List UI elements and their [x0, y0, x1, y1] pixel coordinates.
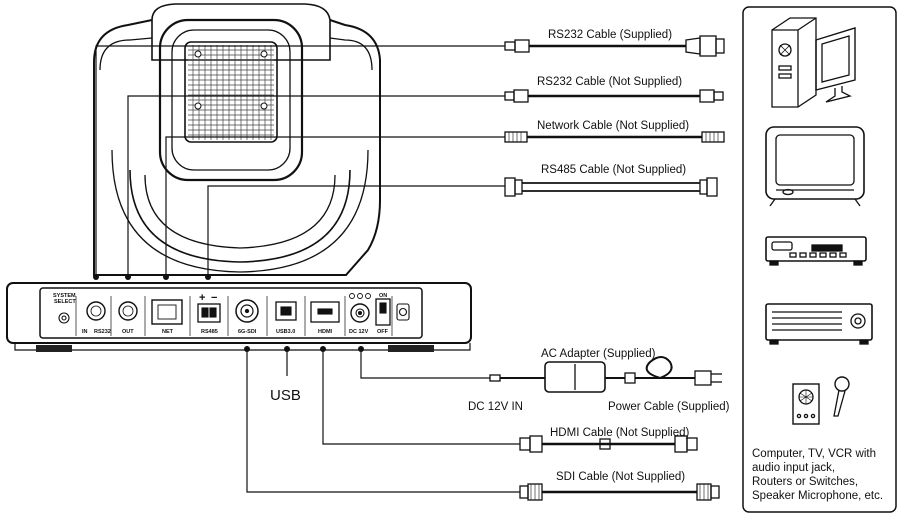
rear-panel-ports: [58, 293, 410, 336]
on-label: ON: [379, 293, 387, 299]
sdi-port[interactable]: [235, 299, 259, 323]
rs232-not-supplied-label: RS232 Cable (Not Supplied): [537, 76, 682, 88]
out-label: OUT: [122, 329, 134, 335]
rs485-port[interactable]: [197, 303, 221, 323]
rs485-label: RS485: [201, 329, 218, 335]
off-label: OFF: [377, 329, 389, 335]
rs232-not-supplied-cable: [504, 89, 724, 103]
net-port[interactable]: [151, 299, 183, 325]
devices-text-line: Speaker Microphone, etc.: [752, 490, 884, 502]
sdi-label: 6G-SDI: [238, 329, 257, 335]
power-switch[interactable]: [375, 298, 391, 326]
devices-text-line: audio input jack,: [752, 462, 836, 474]
rs485-cable-label: RS485 Cable (Not Supplied): [541, 164, 686, 176]
power-cable-label: Power Cable (Supplied): [608, 401, 730, 413]
ac-adapter: [489, 356, 722, 393]
usb-label: USB: [270, 387, 301, 404]
in-label: IN: [82, 329, 88, 335]
receiver-icon: [765, 303, 873, 345]
connection-lines: [95, 45, 520, 493]
system-select-knob[interactable]: [58, 312, 70, 324]
network-cable-label: Network Cable (Not Supplied): [537, 120, 689, 132]
usb3-label: USB3.0: [276, 329, 295, 335]
speaker-microphone-icon: [792, 376, 850, 425]
computer-icon: [771, 17, 856, 108]
connection-dots: [93, 274, 364, 352]
system-select-label-1: SYSTEM: [53, 293, 76, 299]
rs232-out-port[interactable]: [118, 301, 138, 321]
devices-panel: [742, 6, 897, 513]
usb3-port[interactable]: [275, 301, 297, 321]
dc-12v-label: DC 12V: [349, 329, 369, 335]
sdi-cable: [519, 483, 720, 501]
rs232-supplied-label: RS232 Cable (Supplied): [548, 29, 672, 41]
hdmi-port[interactable]: [310, 301, 340, 323]
rs232-in-port[interactable]: [86, 301, 106, 321]
vcr-icon: [765, 236, 867, 266]
rs232-label: RS232: [94, 329, 111, 335]
devices-text-line: Computer, TV, VCR with: [752, 448, 876, 460]
hdmi-label: HDMI: [318, 329, 333, 335]
dc-12v-port[interactable]: [350, 303, 370, 323]
camera-base: [6, 282, 472, 352]
devices-text-line: Routers or Switches,: [752, 476, 859, 488]
rs232-supplied-cable: [504, 35, 725, 57]
rs485-plus-label: +: [199, 292, 205, 304]
dc-polarity-icon: [349, 293, 371, 299]
rs485-minus-label: −: [211, 292, 217, 304]
hdmi-cable-label: HDMI Cable (Not Supplied): [550, 427, 690, 439]
network-cable: [504, 131, 725, 143]
tv-icon: [765, 126, 865, 207]
ac-adapter-label: AC Adapter (Supplied): [541, 348, 656, 360]
rs485-cable: [504, 177, 718, 197]
system-select-label-2: SELECT: [54, 299, 76, 305]
sdi-cable-label: SDI Cable (Not Supplied): [556, 471, 685, 483]
devices-description: Computer, TV, VCR with audio input jack,…: [752, 447, 898, 503]
hdmi-cable: [519, 435, 698, 453]
net-label: NET: [162, 329, 174, 335]
dc-12v-in-label: DC 12V IN: [468, 401, 523, 413]
camera-head: [93, 3, 381, 276]
